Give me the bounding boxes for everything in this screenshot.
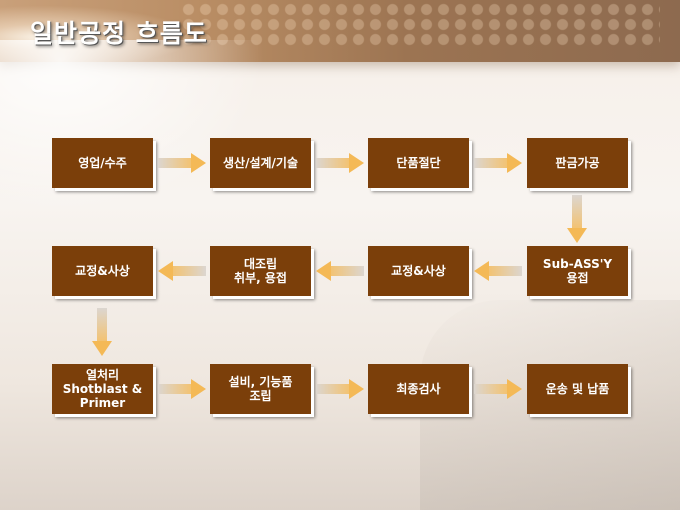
- step-label: 대조립: [243, 257, 278, 271]
- step-label: 취부, 용접: [234, 271, 287, 285]
- step-label: 설비, 기능품: [228, 375, 293, 389]
- arrow-right-icon: [474, 153, 522, 173]
- step-correction-finishing-2: 교정&사상: [52, 246, 153, 296]
- arrow-right-icon: [316, 379, 364, 399]
- arrow-left-icon: [474, 261, 522, 281]
- arrow-right-icon: [316, 153, 364, 173]
- step-label: 생산/설계/기술: [222, 156, 298, 170]
- arrow-left-icon: [316, 261, 364, 281]
- step-label: 단품절단: [396, 156, 441, 170]
- step-sales-order: 영업/수주: [52, 138, 153, 188]
- step-label: 영업/수주: [78, 156, 127, 170]
- step-label: Shotblast &: [62, 382, 143, 396]
- step-label: 운송 및 납품: [545, 382, 610, 396]
- arrow-right-icon: [474, 379, 522, 399]
- step-sheet-metal: 판금가공: [527, 138, 628, 188]
- step-cutting: 단품절단: [368, 138, 469, 188]
- step-label: Primer: [79, 396, 126, 410]
- step-label: Sub-ASS'Y: [542, 257, 613, 271]
- step-label: 판금가공: [555, 156, 600, 170]
- step-final-inspection: 최종검사: [368, 364, 469, 414]
- page-title: 일반공정 흐름도: [30, 19, 208, 48]
- step-label: 용접: [566, 271, 589, 285]
- step-label: 교정&사상: [391, 264, 446, 278]
- step-label: 조립: [249, 389, 272, 403]
- arrow-down-icon: [567, 195, 587, 243]
- arrow-left-icon: [158, 261, 206, 281]
- step-label: 교정&사상: [75, 264, 130, 278]
- step-label: 최종검사: [396, 382, 441, 396]
- step-delivery: 운송 및 납품: [527, 364, 628, 414]
- step-production-design: 생산/설계/기술: [210, 138, 311, 188]
- step-correction-finishing-1: 교정&사상: [368, 246, 469, 296]
- decorative-dots: [180, 2, 660, 46]
- arrow-right-icon: [158, 379, 206, 399]
- arrow-down-icon: [92, 308, 112, 356]
- arrow-right-icon: [158, 153, 206, 173]
- step-label: 열처리: [85, 368, 120, 382]
